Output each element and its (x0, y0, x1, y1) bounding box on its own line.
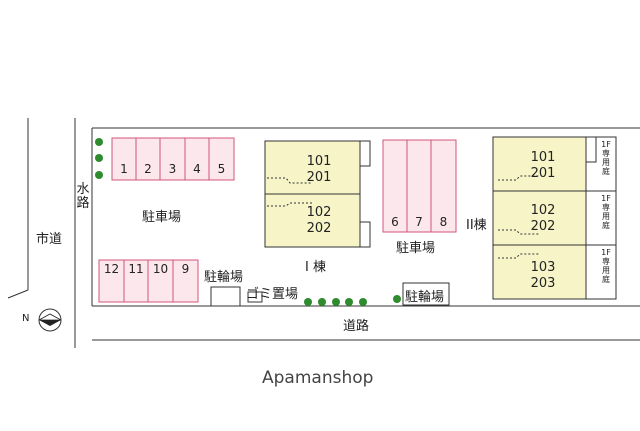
slot-2: 2 (144, 162, 152, 176)
slot-7: 7 (415, 215, 423, 229)
private-garden-label-3: 1F専用庭 (601, 248, 611, 284)
slot-5: 5 (217, 162, 226, 176)
private-garden-label-2: 1F専用庭 (601, 194, 611, 230)
building-2-unit-102-202: 102 202 (530, 203, 556, 234)
slot-12: 12 (103, 262, 120, 276)
slot-4: 4 (193, 162, 201, 176)
bike-parking-right-label: 駐輪場 (405, 290, 445, 305)
garbage-label: ゴミ置場 (246, 287, 299, 302)
watermark: Apamanshop (262, 368, 374, 388)
private-garden-label-1: 1F専用庭 (601, 140, 611, 176)
parking-slots-center (382, 139, 457, 233)
building-1-unit-101-201: 101 201 (306, 154, 332, 185)
city-road-label: 市道 (36, 232, 63, 247)
compass-label: N (22, 313, 30, 324)
parking-slots-top-left (111, 137, 235, 181)
compass-icon (38, 308, 62, 332)
building-2-unit-103-203: 103 203 (530, 260, 556, 291)
bike-parking-left-label: 駐輪場 (204, 270, 244, 285)
building-1-unit-102-202: 102 202 (306, 205, 332, 236)
slot-9: 9 (181, 262, 190, 276)
parking-slots-bottom-left (98, 259, 199, 303)
bike-parking-left-box (210, 286, 241, 307)
waterway-text: 水路 (76, 182, 90, 211)
slot-3: 3 (168, 162, 177, 176)
slot-11: 11 (128, 262, 144, 276)
garbage-box (247, 291, 263, 303)
building-2-unit-101-201: 101 201 (530, 150, 556, 181)
slot-1: 1 (120, 162, 128, 176)
waterway-label: 水路 (76, 183, 92, 211)
building-2-label: II棟 (466, 218, 487, 233)
bike-parking-right-box (402, 282, 450, 306)
city-road-corner (7, 289, 29, 299)
slot-10: 10 (152, 262, 169, 276)
trees (95, 138, 401, 306)
building-1 (264, 140, 371, 248)
slot-6: 6 (391, 215, 399, 229)
road-bottom-label: 道路 (343, 319, 370, 334)
building-1-label: I 棟 (305, 260, 326, 275)
parking-left-label: 駐車場 (142, 210, 182, 225)
building-2 (492, 136, 617, 300)
slot-8: 8 (439, 215, 448, 229)
parking-center-label: 駐車場 (396, 241, 436, 256)
